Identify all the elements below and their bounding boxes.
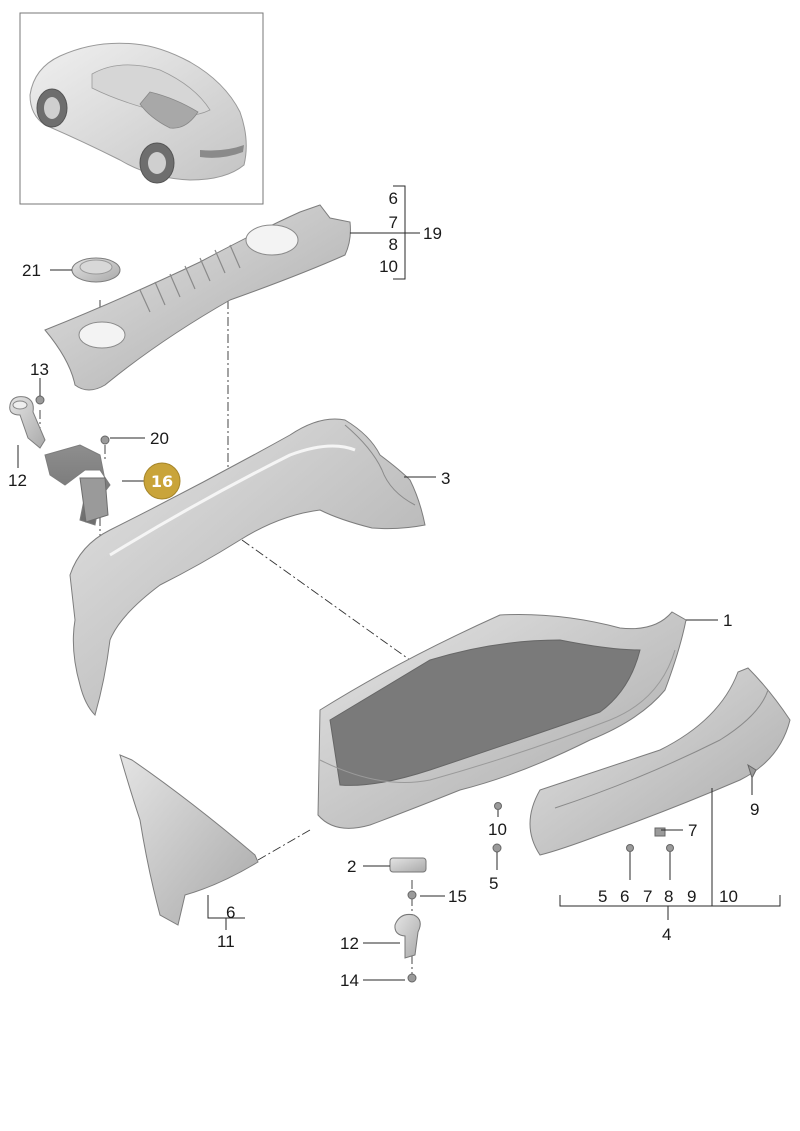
callout-10-right: 10 (719, 887, 738, 906)
callout-labels: 6 7 8 10 19 21 13 20 12 3 1 9 10 7 2 5 5… (8, 189, 759, 990)
callout-4: 4 (662, 925, 671, 944)
screw-15 (407, 890, 417, 900)
callout-5-right: 5 (598, 887, 607, 906)
callout-16-label: 16 (151, 472, 173, 491)
clip-9-side (747, 763, 757, 780)
callout-14: 14 (340, 971, 359, 990)
callout-9-right: 9 (687, 887, 696, 906)
callout-10-top: 10 (379, 257, 398, 276)
part-side-lining (69, 418, 426, 716)
part-bracket-left (9, 396, 46, 449)
callout-10-small: 10 (488, 820, 507, 839)
callout-15: 15 (448, 887, 467, 906)
car-rear-rim (148, 152, 166, 174)
callout-11: 11 (217, 932, 235, 951)
vehicle-thumbnail (19, 12, 264, 205)
part-luggage-tray (317, 611, 687, 829)
screw-13 (35, 395, 45, 405)
clip-6-right (626, 844, 634, 852)
speaker-opening-left (78, 321, 126, 349)
callout-6-top: 6 (389, 189, 398, 208)
clip-8-right (666, 844, 674, 852)
part-upper-rear-panel (44, 204, 351, 391)
callout-16-highlight[interactable]: 16 (143, 462, 181, 500)
callout-8-top: 8 (389, 235, 398, 254)
callout-8-right: 8 (664, 887, 673, 906)
callout-7-right: 7 (643, 887, 652, 906)
tray-recess (329, 639, 641, 786)
fasteners (35, 395, 757, 983)
callout-19: 19 (423, 224, 442, 243)
part-rear-trim (529, 667, 791, 856)
callout-2: 2 (347, 857, 356, 876)
screw-14 (407, 973, 417, 983)
nut-20 (100, 435, 110, 445)
clip-5-small (492, 843, 502, 853)
clip-10-small (494, 802, 502, 810)
car-window (139, 91, 199, 129)
callout-20: 20 (150, 429, 169, 448)
callout-5-small: 5 (489, 874, 498, 893)
callout-12-bottom: 12 (340, 934, 359, 953)
callout-12-left: 12 (8, 471, 27, 490)
callout-9-side: 9 (750, 800, 759, 819)
part-cap (71, 257, 121, 283)
callout-1: 1 (723, 611, 732, 630)
callout-6-right: 6 (620, 887, 629, 906)
part-lock-mechanism (44, 444, 111, 526)
car-front-rim (44, 97, 60, 119)
bracket-12-bottom (394, 914, 421, 959)
callout-13: 13 (30, 360, 49, 379)
callout-7-top: 7 (389, 213, 398, 232)
callout-7-mid: 7 (688, 821, 697, 840)
part-corner-trim (119, 754, 259, 926)
callout-6-lower: 6 (226, 903, 235, 922)
callout-21: 21 (22, 261, 41, 280)
clip-7-right (654, 827, 666, 837)
car-body (29, 42, 247, 181)
leader-lines (17, 185, 781, 981)
callout-3: 3 (441, 469, 450, 488)
car-rear-light (200, 145, 244, 158)
handle-2 (389, 857, 427, 873)
speaker-opening-right (245, 224, 299, 256)
panel-ribs (139, 244, 241, 313)
